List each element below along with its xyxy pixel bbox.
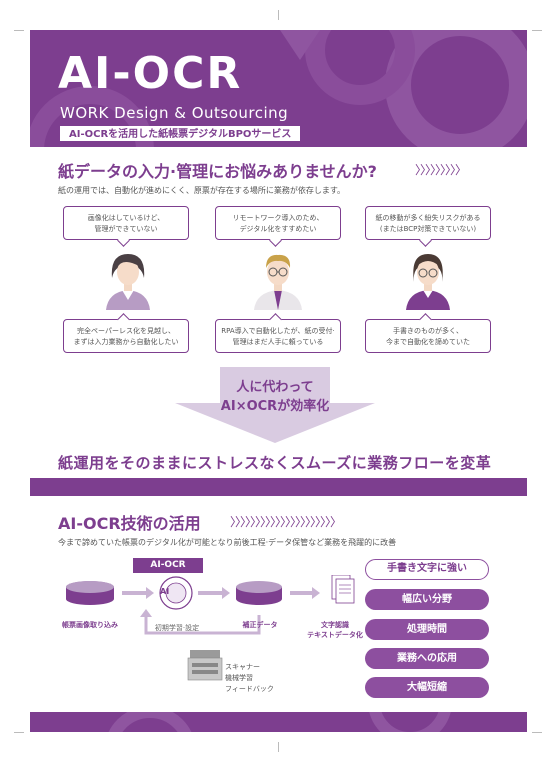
- scanner-line2: 機械学習: [225, 674, 253, 682]
- concern-text: 紙の移動が多く紛失リスクがある: [375, 214, 481, 222]
- concern-text: 完全ペーパーレス化を見越し、: [77, 327, 175, 335]
- section1-intro: 紙の運用では、自動化が進めにくく、原票が存在する場所に業務が依存します。: [58, 186, 346, 195]
- trim-mark: [14, 732, 24, 733]
- scanner-line1: スキャナー: [225, 663, 260, 671]
- concern-text: 手書きのものが多く、: [393, 327, 463, 335]
- ai-ocr-tag: AI-OCR: [133, 558, 203, 573]
- concern-bubble: 手書きのものが多く、 今まで自動化を諦めていた: [365, 319, 491, 353]
- trim-mark: [14, 30, 24, 31]
- arrow-text-line2: AI×OCRが効率化: [220, 399, 330, 414]
- section1-chevrons: 〉〉〉〉〉〉〉〉〉: [415, 163, 467, 177]
- concern-text: デジタル化をすすめたい: [239, 225, 317, 233]
- header-tagline: WORK Design & Outsourcing: [60, 104, 289, 122]
- trim-mark: [278, 10, 279, 20]
- concern-text: 画像化はしているけど、: [87, 214, 165, 222]
- trim-mark: [532, 30, 542, 31]
- concern-text: リモートワーク導入のため、: [232, 214, 324, 222]
- header-subbanner: AI-OCRを活用した紙帳票デジタルBPOサービス: [60, 126, 301, 141]
- arrow-text-line1: 人に代わって: [236, 380, 314, 395]
- woman-glasses-worker-illustration: [406, 254, 450, 310]
- footer-band: [30, 712, 527, 732]
- concern-text: RPA導入で自動化したが、紙の受付·: [221, 327, 335, 335]
- section-divider: [30, 478, 527, 496]
- scanner-caption: スキャナー 機械学習 フィードバック: [225, 662, 274, 695]
- step-label-text-recognition: 文字認識 テキストデータ化: [298, 620, 372, 640]
- header-banner: AI-OCR WORK Design & Outsourcing AI-OCRを…: [30, 30, 527, 147]
- feature-pill-handwriting: 手書き文字に強い: [365, 559, 489, 580]
- step-label-corrected-data: 補正データ: [242, 621, 278, 629]
- concern-text: 管理ができていない: [94, 225, 158, 233]
- concern-text: 今まで自動化を諦めていた: [386, 338, 470, 346]
- concern-text: 管理はまだ人手に頼っている: [232, 338, 324, 346]
- step-label-initial-learning: 初期学習·設定: [154, 624, 200, 632]
- section2-title: AI-OCR技術の活用: [58, 514, 201, 533]
- concern-text: (またはBCP対策できていない): [379, 225, 477, 233]
- section1-title: 紙データの入力·管理にお悩みありませんか?: [58, 162, 377, 181]
- section2-chevrons: 〉〉〉〉〉〉〉〉〉〉〉〉〉〉〉〉〉〉〉〉〉: [230, 515, 342, 529]
- step4-line2: テキストデータ化: [307, 631, 363, 639]
- trim-mark: [278, 742, 279, 752]
- section2-intro: 今まで諦めていた帳票のデジタル化が可能となり前後工程·データ保管など業務を飛躍的…: [58, 538, 397, 547]
- logo-text: AI-OCR: [58, 48, 243, 99]
- feature-pill-great-reduction: 大幅短縮: [365, 677, 489, 698]
- concern-bubble: RPA導入で自動化したが、紙の受付· 管理はまだ人手に頼っている: [215, 319, 341, 353]
- flyer-page: AI-OCR WORK Design & Outsourcing AI-OCRを…: [30, 30, 527, 732]
- scanner-line3: フィードバック: [225, 685, 274, 693]
- feature-pill-wide-range: 幅広い分野: [365, 589, 489, 610]
- footer-swirl-graphic: [108, 712, 451, 732]
- ai-badge: AI: [160, 587, 170, 596]
- statement-headline: 紙運用をそのままにストレスなくスムーズに業務フローを変革: [58, 454, 492, 472]
- concern-text: まずは入力業務から自動化したい: [73, 338, 179, 346]
- ocr-flow-diagram: [66, 575, 355, 681]
- subbanner-text: AI-OCRを活用した紙帳票デジタルBPOサービス: [69, 129, 292, 140]
- feature-pill-business-application: 業務への応用: [365, 648, 489, 669]
- trim-mark: [532, 732, 542, 733]
- concern-bubble: 完全ペーパーレス化を見越し、 まずは入力業務から自動化したい: [63, 319, 189, 353]
- concern-bubble: 紙の移動が多く紛失リスクがある (またはBCP対策できていない): [365, 206, 491, 240]
- concern-bubble: 画像化はしているけど、 管理ができていない: [63, 206, 189, 240]
- man-worker-illustration: [254, 254, 302, 310]
- concern-bubble: リモートワーク導入のため、 デジタル化をすすめたい: [215, 206, 341, 240]
- down-arrow-icon: [175, 367, 375, 443]
- step4-line1: 文字認識: [321, 621, 349, 629]
- efficiency-arrow: 人に代わって AI×OCRが効率化: [175, 367, 375, 447]
- step-label-image-capture: 帳票画像取り込み: [62, 621, 118, 629]
- feature-pill-processing-time: 処理時間: [365, 619, 489, 640]
- woman-worker-illustration: [106, 254, 150, 310]
- header-swirl-graphic: [30, 30, 527, 147]
